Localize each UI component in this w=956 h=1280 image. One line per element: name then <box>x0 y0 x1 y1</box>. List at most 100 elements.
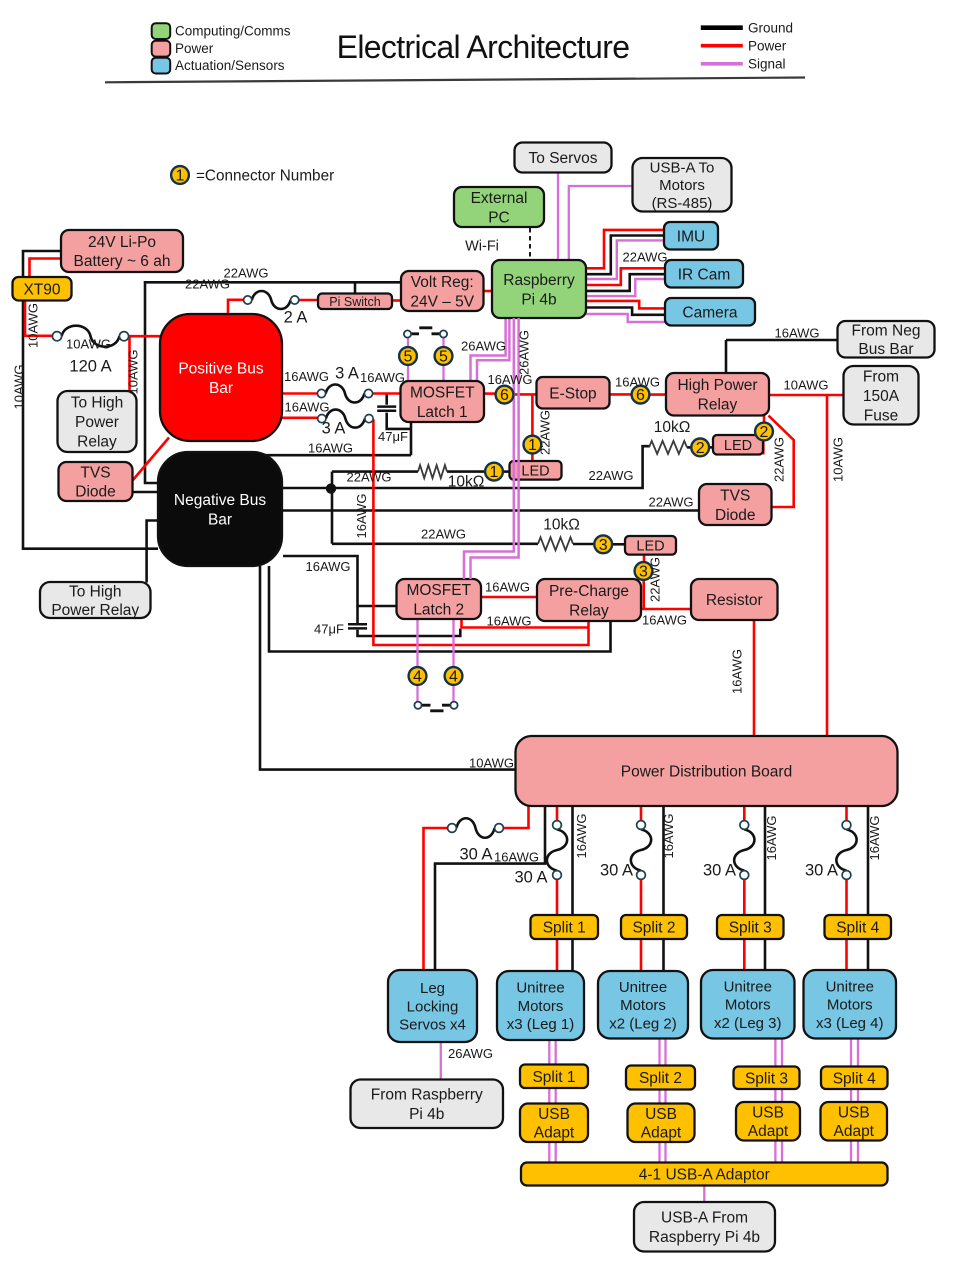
svg-text:XT90: XT90 <box>23 281 60 298</box>
svg-text:24V – 5V: 24V – 5V <box>410 293 474 310</box>
svg-text:Motors: Motors <box>620 997 666 1014</box>
svg-text:16AWG: 16AWG <box>642 613 687 628</box>
svg-text:22AWG: 22AWG <box>648 557 663 602</box>
svg-text:x2 (Leg 2): x2 (Leg 2) <box>609 1016 677 1033</box>
svg-text:From: From <box>863 368 899 385</box>
svg-text:26AWG: 26AWG <box>448 1046 493 1061</box>
svg-text:x3 (Leg 4): x3 (Leg 4) <box>816 1015 884 1032</box>
svg-text:Wi-Fi: Wi-Fi <box>465 239 499 255</box>
svg-text:16AWG: 16AWG <box>284 369 329 384</box>
svg-text:Unitree: Unitree <box>516 980 564 997</box>
svg-text:16AWG: 16AWG <box>867 815 882 860</box>
svg-text:22AWG: 22AWG <box>538 410 553 455</box>
svg-text:Pi 4b: Pi 4b <box>409 1106 444 1123</box>
svg-text:22AWG: 22AWG <box>772 437 787 482</box>
svg-text:16AWG: 16AWG <box>487 372 532 387</box>
svg-text:6: 6 <box>636 387 645 404</box>
svg-text:Diode: Diode <box>75 484 116 501</box>
svg-text:16AWG: 16AWG <box>615 375 660 390</box>
svg-text:External: External <box>471 190 528 207</box>
svg-text:16AWG: 16AWG <box>305 559 350 574</box>
svg-text:10AWG: 10AWG <box>12 364 27 409</box>
svg-text:To High: To High <box>71 395 124 412</box>
svg-text:MOSFET: MOSFET <box>410 384 475 401</box>
svg-text:1: 1 <box>490 464 499 481</box>
svg-text:Power Distribution Board: Power Distribution Board <box>621 764 792 781</box>
svg-text:Unitree: Unitree <box>619 979 667 996</box>
svg-text:Computing/Comms: Computing/Comms <box>175 23 291 38</box>
svg-text:47μF: 47μF <box>314 622 344 637</box>
svg-text:Electrical Architecture: Electrical Architecture <box>337 29 630 65</box>
svg-text:22AWG: 22AWG <box>622 250 667 265</box>
svg-text:Motors: Motors <box>725 997 771 1014</box>
svg-text:Motors: Motors <box>518 998 564 1015</box>
svg-text:Split 3: Split 3 <box>729 920 772 937</box>
svg-text:Relay: Relay <box>77 434 117 451</box>
svg-text:Split 2: Split 2 <box>639 1070 682 1087</box>
svg-text:1: 1 <box>176 168 185 185</box>
svg-text:USB: USB <box>538 1106 570 1123</box>
svg-text:16AWG: 16AWG <box>284 400 329 415</box>
svg-text:Fuse: Fuse <box>864 407 898 424</box>
svg-text:16AWG: 16AWG <box>661 813 676 858</box>
svg-text:TVS: TVS <box>720 487 750 504</box>
svg-text:Adapt: Adapt <box>534 1125 575 1142</box>
svg-text:Positive Bus: Positive Bus <box>178 360 264 377</box>
svg-text:2: 2 <box>760 424 769 441</box>
svg-text:Ground: Ground <box>748 20 793 35</box>
svg-text:4-1 USB-A Adaptor: 4-1 USB-A Adaptor <box>639 1167 770 1184</box>
svg-text:Split 2: Split 2 <box>632 920 675 937</box>
svg-text:30 A: 30 A <box>600 862 633 880</box>
svg-text:Camera: Camera <box>682 304 738 321</box>
svg-text:Power Relay: Power Relay <box>51 602 139 619</box>
svg-text:Raspberry: Raspberry <box>503 272 575 289</box>
svg-text:Leg: Leg <box>420 980 445 997</box>
svg-text:x3 (Leg 1): x3 (Leg 1) <box>507 1016 575 1033</box>
svg-text:Signal: Signal <box>748 57 786 72</box>
svg-text:16AWG: 16AWG <box>486 614 531 629</box>
svg-text:Latch 1: Latch 1 <box>417 404 468 421</box>
svg-text:6: 6 <box>500 387 509 404</box>
svg-text:Unitree: Unitree <box>724 978 772 995</box>
svg-text:Power: Power <box>748 38 787 53</box>
svg-text:Pi 4b: Pi 4b <box>521 291 556 308</box>
svg-text:16AWG: 16AWG <box>360 370 405 385</box>
svg-text:USB: USB <box>645 1106 677 1123</box>
svg-text:10AWG: 10AWG <box>469 756 514 771</box>
svg-text:IR Cam: IR Cam <box>678 266 731 283</box>
svg-text:Negative Bus: Negative Bus <box>174 492 266 509</box>
svg-text:Volt Reg:: Volt Reg: <box>411 274 474 291</box>
svg-text:MOSFET: MOSFET <box>406 582 471 599</box>
svg-text:Split 3: Split 3 <box>745 1070 788 1087</box>
svg-text:Relay: Relay <box>569 602 609 619</box>
svg-text:LED: LED <box>521 464 549 480</box>
svg-text:22AWG: 22AWG <box>346 470 391 485</box>
svg-text:5: 5 <box>439 349 448 366</box>
svg-text:USB-A To: USB-A To <box>650 159 715 176</box>
svg-text:Motors: Motors <box>827 997 873 1014</box>
svg-text:USB: USB <box>838 1105 870 1122</box>
svg-text:Bus Bar: Bus Bar <box>858 341 913 358</box>
svg-text:(RS-485): (RS-485) <box>652 195 713 212</box>
svg-text:Motors: Motors <box>659 177 705 194</box>
svg-text:Split 4: Split 4 <box>836 920 879 937</box>
svg-text:120 A: 120 A <box>69 358 111 376</box>
svg-text:2: 2 <box>696 440 705 457</box>
svg-text:5: 5 <box>404 349 413 366</box>
svg-text:USB-A From: USB-A From <box>661 1210 748 1227</box>
svg-text:Adapt: Adapt <box>748 1123 789 1140</box>
svg-text:Servos x4: Servos x4 <box>399 1017 466 1034</box>
svg-text:Pre-Charge: Pre-Charge <box>549 583 629 600</box>
svg-text:16AWG: 16AWG <box>574 813 589 858</box>
svg-text:10AWG: 10AWG <box>783 378 828 393</box>
svg-text:16AWG: 16AWG <box>774 326 819 341</box>
svg-text:26AWG: 26AWG <box>461 339 506 354</box>
svg-text:Actuation/Sensors: Actuation/Sensors <box>175 58 285 73</box>
svg-text:Raspberry Pi 4b: Raspberry Pi 4b <box>649 1229 760 1246</box>
svg-text:Relay: Relay <box>698 397 738 414</box>
svg-text:Unitree: Unitree <box>826 978 874 995</box>
svg-text:Power: Power <box>175 41 214 56</box>
svg-text:LED: LED <box>724 438 752 454</box>
svg-text:IMU: IMU <box>677 228 705 245</box>
svg-text:Adapt: Adapt <box>641 1125 682 1142</box>
